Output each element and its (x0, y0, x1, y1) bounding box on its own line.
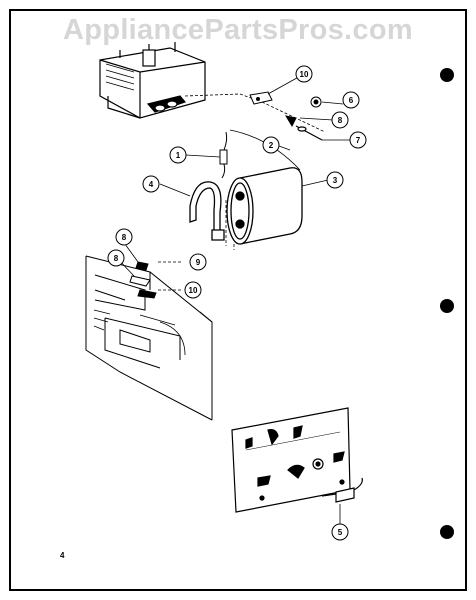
svg-text:8: 8 (338, 116, 343, 125)
bleeder-resistor-part (219, 131, 228, 179)
relay-part (321, 477, 363, 503)
callout-6: 6 (342, 91, 360, 109)
svg-text:8: 8 (122, 233, 127, 242)
svg-text:4: 4 (149, 180, 154, 189)
callout-3: 3 (326, 171, 344, 189)
oven-cavity-part (85, 255, 213, 421)
leader-line (158, 261, 182, 291)
callout-9: 9 (189, 253, 207, 271)
mounting-screws (129, 261, 157, 299)
callout-10-top: 10 (295, 65, 313, 83)
binder-hole-bottom (440, 525, 454, 539)
svg-text:6: 6 (349, 96, 354, 105)
binder-hole-top (440, 68, 454, 82)
capacitor-part (226, 167, 303, 245)
diode-part (284, 96, 322, 128)
svg-text:8: 8 (114, 254, 119, 263)
callout-2: 2 (262, 136, 280, 154)
svg-text:9: 9 (196, 258, 201, 267)
leader-line (261, 101, 326, 133)
control-board-part (231, 407, 351, 513)
binder-hole-middle (440, 299, 454, 313)
svg-text:1: 1 (176, 151, 181, 160)
magnetron-part (99, 42, 206, 119)
callout-leaders (116, 73, 350, 277)
leader-line (225, 200, 235, 250)
callout-5: 5 (331, 523, 349, 541)
svg-text:10: 10 (300, 70, 309, 79)
svg-text:5: 5 (338, 528, 343, 537)
svg-text:10: 10 (189, 286, 198, 295)
svg-text:2: 2 (269, 141, 274, 150)
capacitor-bracket-part (189, 181, 225, 241)
callout-10-lower: 10 (184, 281, 202, 299)
callout-8-top: 8 (331, 111, 349, 129)
callout-8-left: 8 (115, 228, 133, 246)
svg-text:3: 3 (333, 176, 338, 185)
page-number: 4 (60, 551, 65, 560)
callout-8-left-lower: 8 (107, 249, 125, 267)
watermark: AppliancePartsPros.com (63, 14, 413, 46)
callout-7: 7 (349, 131, 367, 149)
callout-1: 1 (169, 146, 187, 164)
svg-text:7: 7 (356, 136, 361, 145)
fuse-holder-part (249, 91, 273, 105)
page-border (9, 9, 467, 591)
thermal-fuse-part (295, 125, 323, 141)
callout-4: 4 (142, 175, 160, 193)
